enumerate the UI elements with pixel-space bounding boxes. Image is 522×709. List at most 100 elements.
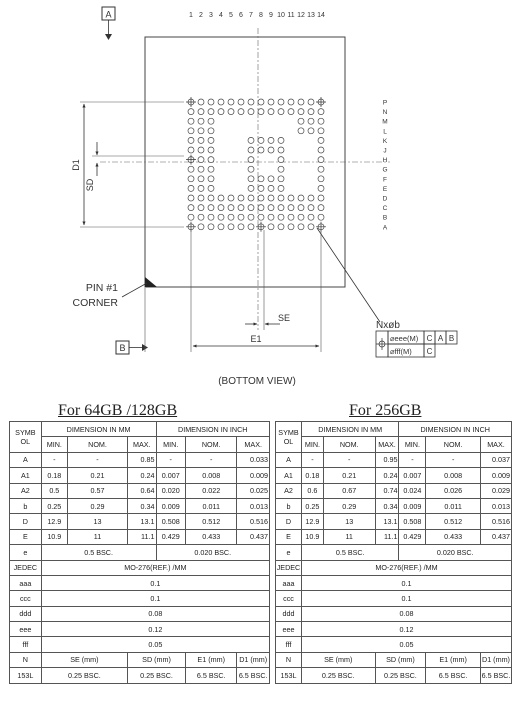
table-row: A1 0.18 0.21 0.24 0.007 0.008 0.009 [9, 467, 270, 484]
solder-ball [207, 223, 215, 231]
value-cell: 0.008 [185, 467, 238, 484]
value-cell: 0.1 [40, 574, 271, 592]
value-cell: 0.011 [425, 497, 481, 515]
table-row: D 12.9 13 13.1 0.508 0.512 0.516 [9, 513, 270, 530]
symbol-cell: fff [275, 636, 302, 653]
solder-ball [267, 137, 275, 144]
solder-ball [297, 213, 305, 221]
value-cell: 0.25 BSC. [374, 667, 427, 684]
value-cell: 0.08 [300, 605, 513, 623]
solder-ball [297, 98, 305, 106]
column-number: 10 [277, 12, 285, 19]
sub-header: NOM. [185, 436, 238, 453]
value-cell: 0.512 [425, 513, 481, 530]
ball-crosshair [186, 154, 196, 165]
solder-ball [257, 213, 265, 221]
symbol-cell: JEDEC [275, 559, 302, 576]
value-cell: 0.433 [425, 528, 481, 546]
table-row: ddd 0.08 [9, 605, 271, 623]
column-number: 2 [199, 12, 203, 19]
row-letter: A [383, 224, 388, 231]
fcf-row1-datum-b: B [449, 334, 454, 343]
solder-ball [187, 185, 195, 192]
solder-ball [247, 213, 255, 221]
solder-ball [217, 204, 225, 211]
sub-header: MIN. [398, 436, 427, 453]
row-letter: M [382, 119, 387, 126]
dimension-table-256gb: SYMB OL DIMENSION IN MM DIMENSION IN INC… [275, 420, 513, 684]
solder-ball [227, 194, 235, 202]
solder-ball [187, 137, 195, 144]
solder-ball [187, 146, 195, 154]
row-letter: H [383, 157, 388, 164]
table-row: e 0.5 BSC. 0.020 BSC. [275, 544, 512, 561]
symbol-cell: A [275, 451, 302, 469]
value-cell: 0.29 [322, 497, 376, 515]
symbol-cell: A2 [9, 482, 42, 499]
solder-ball [287, 108, 295, 115]
ball-grid [186, 97, 326, 232]
solder-ball [227, 108, 235, 115]
mm-header: DIMENSION IN MM [300, 420, 400, 438]
sub-header: NOM. [322, 436, 376, 453]
value-cell: 13.1 [374, 513, 400, 530]
value-cell: 0.020 BSC. [155, 544, 270, 561]
solder-ball [197, 213, 205, 221]
solder-ball [297, 204, 305, 211]
value-cell: 0.57 [66, 482, 129, 499]
inch-header: DIMENSION IN INCH [155, 420, 270, 438]
solder-ball [317, 146, 325, 154]
sub-header: NOM. [425, 436, 481, 453]
column-number: 13 [307, 12, 315, 19]
solder-ball [277, 185, 285, 192]
symbol-cell: JEDEC [9, 559, 42, 576]
solder-ball [247, 137, 255, 144]
right-table-heading: For 256GB [349, 402, 422, 419]
value-cell: 0.18 [300, 467, 324, 484]
table-row: eee 0.12 [275, 621, 513, 638]
solder-ball [197, 117, 205, 125]
solder-ball [257, 137, 265, 144]
column-number: 7 [249, 12, 253, 19]
table-row: JEDEC MO-276(REF.) /MM [275, 559, 513, 576]
symbol-cell: b [9, 497, 42, 515]
value-cell: - [40, 451, 68, 469]
value-cell: 0.508 [398, 513, 427, 530]
solder-ball [267, 175, 275, 183]
solder-ball [207, 117, 215, 125]
bottom-view-caption: (BOTTOM VIEW) [218, 376, 296, 387]
value-cell: 0.5 [40, 482, 68, 499]
value-cell: 0.18 [40, 467, 68, 484]
value-cell: 0.67 [322, 482, 376, 499]
table-row: A2 0.6 0.67 0.74 0.024 0.026 0.029 [275, 482, 513, 499]
sub-header: MAX. [374, 436, 400, 453]
sub-header: MIN. [155, 436, 187, 453]
solder-ball [267, 185, 275, 192]
value-cell: SE (mm) [40, 651, 129, 669]
pin1-leader [121, 282, 148, 298]
value-cell: 0.009 [236, 467, 270, 484]
value-cell: 0.05 [40, 636, 271, 653]
solder-ball [227, 98, 235, 106]
value-cell: E1 (mm) [425, 651, 481, 669]
sd-label: SD [85, 178, 95, 191]
solder-ball [207, 175, 215, 183]
value-cell: 0.516 [479, 513, 513, 530]
value-cell: 0.12 [40, 621, 271, 638]
sub-header: MAX. [479, 436, 513, 453]
value-cell: 11.1 [127, 528, 157, 546]
solder-ball [267, 213, 275, 221]
row-letter: J [383, 148, 386, 155]
solder-ball [267, 223, 275, 231]
solder-ball [277, 175, 285, 183]
value-cell: 0.437 [479, 528, 513, 546]
solder-ball [187, 175, 195, 183]
solder-ball [197, 194, 205, 202]
solder-ball [237, 194, 245, 202]
solder-ball [297, 223, 305, 231]
value-cell: 0.516 [236, 513, 270, 530]
value-cell: 0.25 [300, 497, 324, 515]
se-label: SE [278, 313, 290, 323]
solder-ball [307, 98, 315, 106]
